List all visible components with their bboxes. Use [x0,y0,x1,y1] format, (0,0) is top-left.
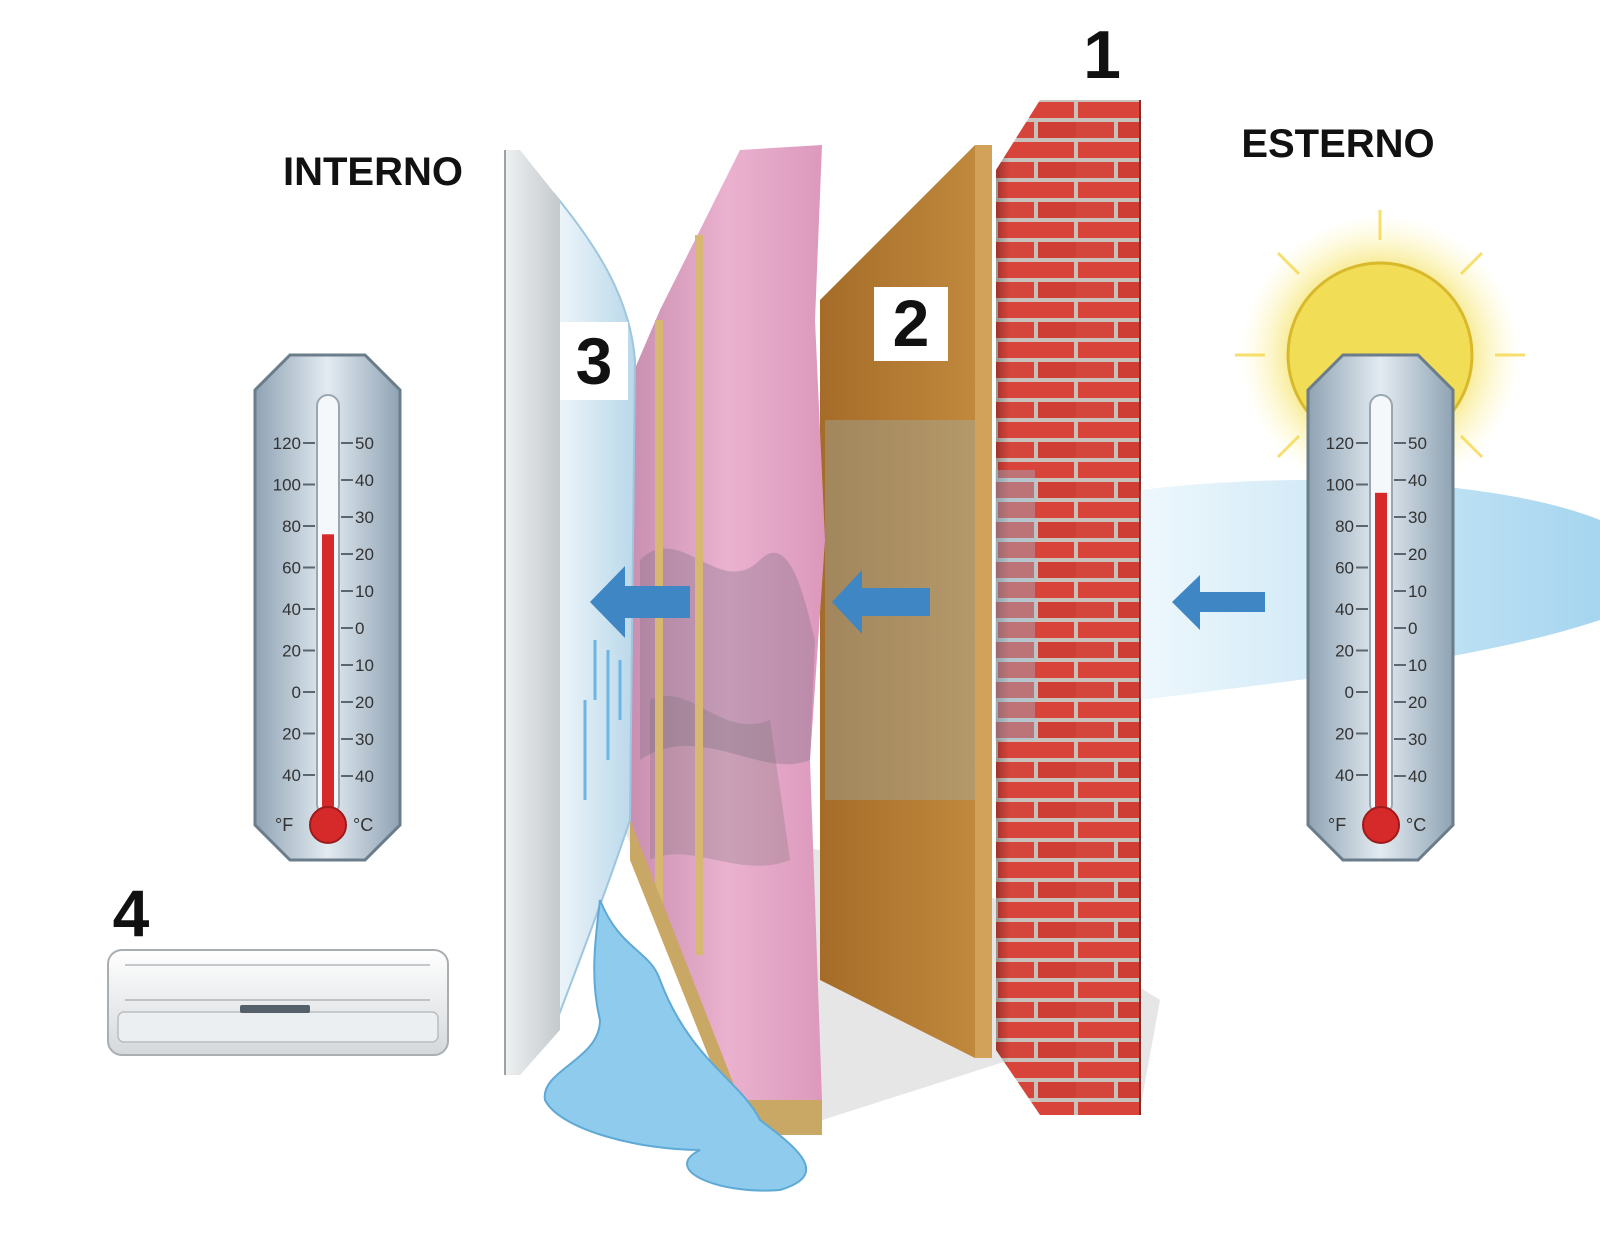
celsius-tick-label: 30 [1408,730,1427,749]
celsius-tick-label: 30 [355,508,374,527]
fahrenheit-tick-label: 60 [1335,559,1354,578]
fahrenheit-tick-label: 20 [1335,725,1354,744]
fahrenheit-tick-label: 20 [282,642,301,661]
callout-4-label: 4 [113,876,150,950]
fahrenheit-tick-label: 20 [282,725,301,744]
celsius-tick-label: 20 [1408,545,1427,564]
arrow-left-icon [1172,575,1265,630]
fahrenheit-tick-label: 40 [282,766,301,785]
celsius-unit-label: °C [1406,815,1426,835]
fahrenheit-tick-label: 0 [1345,683,1354,702]
celsius-tick-label: 50 [1408,434,1427,453]
callout-1-label: 1 [1083,17,1121,93]
callout-4: 4 [113,876,150,950]
fahrenheit-tick-label: 60 [282,559,301,578]
celsius-tick-label: 10 [355,656,374,675]
callout-3: 3 [560,322,628,400]
fahrenheit-tick-label: 20 [1335,642,1354,661]
interior-mercury-column [322,534,334,825]
fahrenheit-unit-label: °F [275,815,293,835]
arrow-left-icon [590,566,690,638]
moisture-flow-arrows [590,566,1265,638]
celsius-tick-label: 20 [355,693,374,712]
fahrenheit-tick-label: 120 [1326,434,1354,453]
insulation-layer [630,145,825,1135]
celsius-tick-label: 30 [355,730,374,749]
condensation-water [543,640,807,1192]
arrow-left-icon [832,570,930,634]
celsius-tick-label: 0 [355,619,364,638]
celsius-tick-label: 40 [355,471,374,490]
drywall-panel [504,150,560,1075]
callout-1: 1 [1083,17,1121,93]
celsius-tick-label: 40 [1408,767,1427,786]
exterior-mercury-column [1375,492,1387,825]
fahrenheit-tick-label: 80 [1335,517,1354,536]
exterior-label: ESTERNO [1241,122,1434,166]
fahrenheit-tick-label: 100 [273,476,301,495]
celsius-tick-label: 20 [355,545,374,564]
fahrenheit-unit-label: °F [1328,815,1346,835]
celsius-tick-label: 20 [1408,693,1427,712]
fahrenheit-tick-label: 120 [273,434,301,453]
celsius-tick-label: 40 [1408,471,1427,490]
interior-label: INTERNO [283,150,463,194]
celsius-tick-label: 10 [1408,582,1427,601]
celsius-tick-label: 10 [355,582,374,601]
fahrenheit-tick-label: 0 [292,683,301,702]
fahrenheit-tick-label: 40 [1335,600,1354,619]
celsius-tick-label: 40 [355,767,374,786]
celsius-unit-label: °C [353,815,373,835]
callout-3-label: 3 [576,324,613,398]
callout-2: 2 [874,286,948,361]
air-conditioner-icon [107,949,449,1056]
fahrenheit-tick-label: 40 [282,600,301,619]
fahrenheit-tick-label: 100 [1326,476,1354,495]
celsius-tick-label: 10 [1408,656,1427,675]
celsius-tick-label: 0 [1408,619,1417,638]
fahrenheit-tick-label: 40 [1335,766,1354,785]
celsius-tick-label: 30 [1408,508,1427,527]
fahrenheit-tick-label: 80 [282,517,301,536]
celsius-tick-label: 50 [355,434,374,453]
callout-2-label: 2 [893,286,930,360]
